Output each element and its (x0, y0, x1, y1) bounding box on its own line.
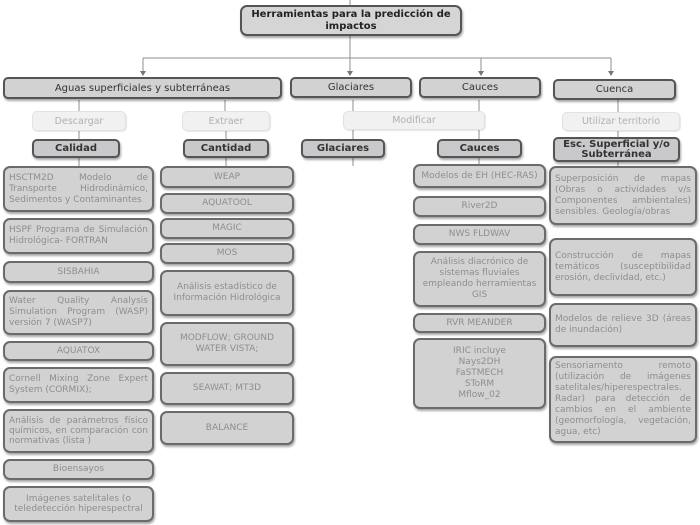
tool-label: AQUATOOL (202, 198, 252, 208)
subcategory-label: Esc. Superficial y/o Subterránea (563, 138, 670, 160)
tool-label: MOS (216, 248, 238, 258)
category-cauces: Cauces (419, 77, 541, 98)
tool-item: Water Quality Analysis Simulation Progra… (3, 290, 154, 335)
tool-label: Imágenes satelitales (o teledetección hi… (14, 494, 143, 514)
arrow-head (608, 71, 614, 76)
category-label: Aguas superficiales y subterráneas (54, 82, 231, 94)
tool-label: Análisis diacrónico de sistemas fluviale… (422, 257, 537, 300)
tool-item: Análisis diacrónico de sistemas fluviale… (413, 251, 546, 307)
tool-label: MAGIC (212, 223, 242, 233)
root-title: Herramientas para la predicción de impac… (251, 8, 451, 32)
action-label: Extraer (208, 115, 244, 127)
tool-item: MODFLOW; GROUND WATER VISTA; (160, 322, 294, 366)
tool-item: Construcción de mapas temáticos (suscept… (549, 238, 697, 296)
tool-label: RVR MEANDER (446, 317, 513, 328)
subcategory-cauces: Cauces (437, 139, 522, 158)
tool-label: Water Quality Analysis Simulation Progra… (9, 296, 148, 328)
subcategory-label: Calidad (54, 143, 97, 154)
subcategory-cantidad: Cantidad (183, 139, 269, 158)
tool-label: MODFLOW; GROUND WATER VISTA; (179, 333, 275, 354)
category-aguas: Aguas superficiales y subterráneas (3, 77, 282, 99)
action-descargar: Descargar (32, 111, 126, 131)
category-label: Cuenca (595, 84, 634, 95)
category-label: Glaciares (327, 82, 375, 93)
tool-label: Sensoriamento remoto (utilización de imá… (555, 361, 691, 437)
tool-label: Análisis de parámetros físico químicos, … (9, 416, 148, 446)
tool-item: Imágenes satelitales (o teledetección hi… (3, 486, 154, 522)
root-node: Herramientas para la predicción de impac… (240, 5, 462, 36)
tool-label: Análisis estadístico de Información Hidr… (173, 282, 281, 303)
tool-label: Bioensayos (52, 464, 105, 474)
tool-item: Modelos de relieve 3D (áreas de inundaci… (549, 303, 697, 347)
tool-item: HSCTM2D Modelo de Transporte Hidrodinámi… (3, 166, 154, 212)
tool-item: Análisis de parámetros físico químicos, … (3, 409, 154, 453)
tool-label: Cornell Mixing Zone Expert System (CORMI… (9, 374, 148, 395)
tool-item: RVR MEANDER (413, 313, 546, 333)
tool-item: IRIC incluye Nays2DH FaSTMECH SToRM Mflo… (413, 338, 546, 409)
action-utilizar-territorio: Utilizar territorio (562, 112, 680, 131)
tool-item: Modelos de EH (HEC-RAS) (413, 164, 546, 188)
action-modificar: Modificar (343, 111, 485, 130)
subcategory-escorrentia: Esc. Superficial y/o Subterránea (553, 137, 680, 162)
tool-item: WEAP (160, 166, 294, 188)
tool-label: Construcción de mapas temáticos (suscept… (555, 250, 691, 283)
subcategory-glaciares: Glaciares (301, 139, 385, 158)
tool-label: HSCTM2D Modelo de Transporte Hidrodinámi… (9, 172, 148, 205)
arrow-head (347, 71, 353, 76)
action-label: Modificar (392, 115, 436, 126)
tool-item: NWS FLDWAV (413, 224, 546, 245)
tool-item: Superposición de mapas (Obras o activida… (549, 166, 697, 225)
tool-item: River2D (413, 196, 546, 217)
tool-label: Modelos de EH (HEC-RAS) (421, 171, 538, 181)
tool-label: Modelos de relieve 3D (áreas de inundaci… (555, 314, 691, 335)
tool-item: BALANCE (160, 411, 294, 445)
tool-item: HSPF Programa de Simulación Hidrológica-… (3, 218, 154, 254)
tool-label: SISBAHIA (57, 266, 100, 277)
tool-label: IRIC incluye Nays2DH FaSTMECH SToRM Mflo… (453, 346, 506, 400)
tool-label: BALANCE (205, 422, 249, 433)
tool-item: Bioensayos (3, 459, 154, 480)
category-cuenca: Cuenca (553, 79, 676, 100)
arrow-head (478, 71, 484, 76)
category-label: Cauces (461, 82, 499, 93)
tool-item: MOS (160, 243, 294, 264)
subcategory-calidad: Calidad (32, 139, 120, 158)
action-label: Utilizar territorio (581, 116, 661, 127)
tool-item: SEAWAT; MT3D (160, 372, 294, 405)
subcategory-label: Cauces (459, 143, 500, 154)
tool-label: WEAP (213, 171, 241, 182)
tool-label: Superposición de mapas (Obras o activida… (555, 173, 691, 217)
tool-label: River2D (461, 201, 498, 211)
tool-item: MAGIC (160, 218, 294, 239)
action-label: Descargar (54, 115, 104, 127)
action-extraer: Extraer (182, 111, 270, 131)
subcategory-label: Cantidad (200, 143, 252, 154)
subcategory-label: Glaciares (316, 143, 370, 154)
tool-item: Cornell Mixing Zone Expert System (CORMI… (3, 367, 154, 403)
category-glaciares: Glaciares (290, 77, 412, 98)
tool-label: NWS FLDWAV (448, 229, 511, 239)
tool-label: SEAWAT; MT3D (192, 383, 262, 393)
tool-item: AQUATOOL (160, 193, 294, 214)
tool-label: AQUATOX (56, 345, 101, 356)
tool-item: Sensoriamento remoto (utilización de imá… (549, 356, 697, 443)
tool-item: AQUATOX (3, 341, 154, 361)
tool-item: SISBAHIA (3, 261, 154, 283)
tool-label: HSPF Programa de Simulación Hidrológica-… (9, 225, 148, 246)
arrow-head (140, 71, 146, 76)
tool-item: Análisis estadístico de Información Hidr… (160, 270, 294, 316)
